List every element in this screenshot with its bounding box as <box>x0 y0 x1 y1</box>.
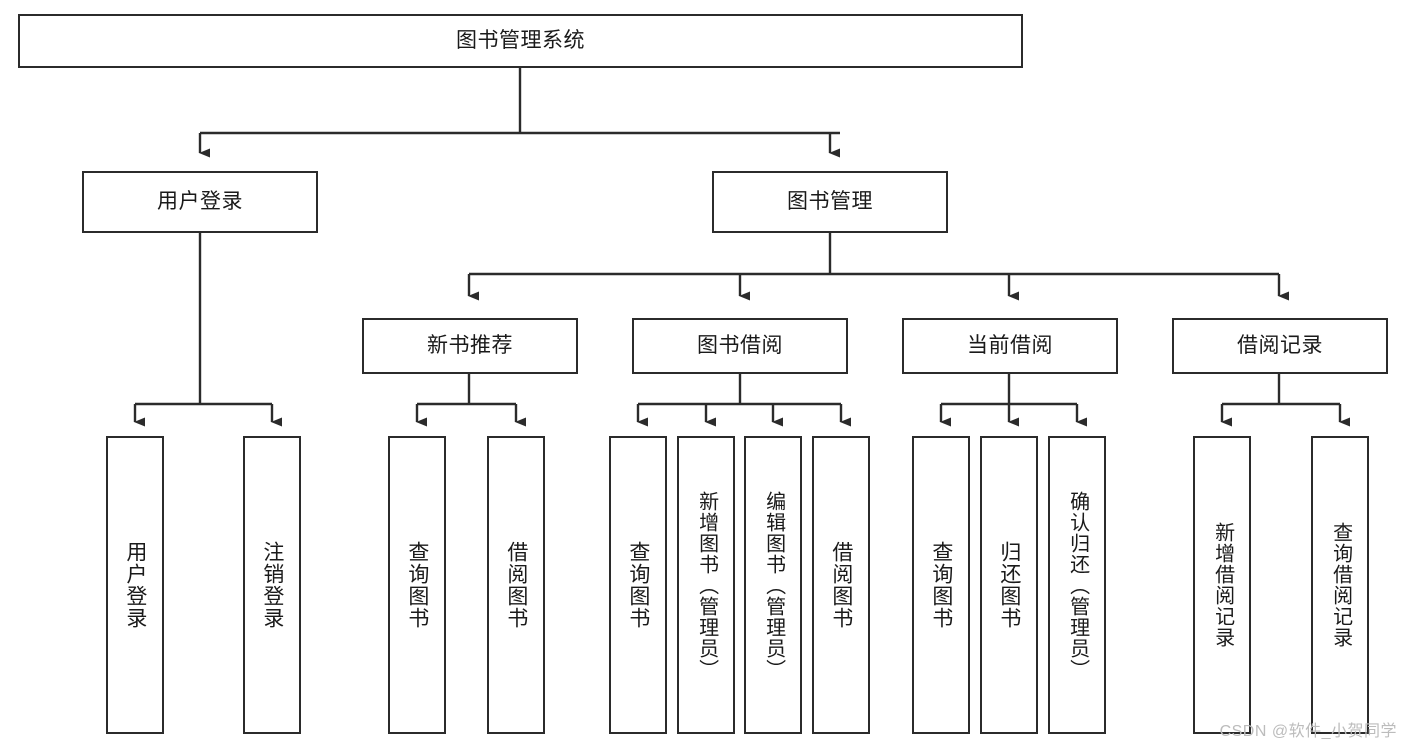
node-current-borrow[interactable]: 当前借阅 <box>902 318 1118 374</box>
node-borrow-record[interactable]: 借阅记录 <box>1172 318 1388 374</box>
node-book-borrow[interactable]: 图书借阅 <box>632 318 848 374</box>
leaf-cb-confirm-return-admin[interactable]: 确认归还（管理员） <box>1048 436 1106 734</box>
node-user-login-label: 用户登录 <box>157 190 243 214</box>
node-new-book-recommend[interactable]: 新书推荐 <box>362 318 578 374</box>
leaf-cb-query-book[interactable]: 查询图书 <box>912 436 970 734</box>
node-book-borrow-label: 图书借阅 <box>697 334 783 358</box>
leaf-bb-query-book-label: 查询图书 <box>626 541 650 629</box>
leaf-cb-return-book[interactable]: 归还图书 <box>980 436 1038 734</box>
node-book-management-label: 图书管理 <box>787 190 873 214</box>
node-borrow-record-label: 借阅记录 <box>1237 334 1323 358</box>
node-root-system-label: 图书管理系统 <box>456 29 585 53</box>
node-current-borrow-label: 当前借阅 <box>967 334 1053 358</box>
leaf-bb-query-book[interactable]: 查询图书 <box>609 436 667 734</box>
leaf-user-login[interactable]: 用户登录 <box>106 436 164 734</box>
leaf-bb-edit-book-admin-label: 编辑图书（管理员） <box>762 490 785 680</box>
leaf-cb-return-book-label: 归还图书 <box>997 541 1021 629</box>
leaf-nb-borrow-book[interactable]: 借阅图书 <box>487 436 545 734</box>
node-root-system[interactable]: 图书管理系统 <box>18 14 1023 68</box>
watermark-text: CSDN @软件_小贺同学 <box>1219 723 1397 740</box>
leaf-user-login-label: 用户登录 <box>123 541 147 629</box>
leaf-nb-query-book[interactable]: 查询图书 <box>388 436 446 734</box>
leaf-bb-add-book-admin-label: 新增图书（管理员） <box>695 490 718 680</box>
leaf-bb-edit-book-admin[interactable]: 编辑图书（管理员） <box>744 436 802 734</box>
leaf-br-query-record[interactable]: 查询借阅记录 <box>1311 436 1369 734</box>
leaf-cb-confirm-return-admin-label: 确认归还（管理员） <box>1066 490 1089 680</box>
leaf-nb-query-book-label: 查询图书 <box>405 541 429 629</box>
leaf-bb-borrow-book-label: 借阅图书 <box>829 541 853 629</box>
leaf-br-add-record[interactable]: 新增借阅记录 <box>1193 436 1251 734</box>
leaf-nb-borrow-book-label: 借阅图书 <box>504 541 528 629</box>
leaf-logout[interactable]: 注销登录 <box>243 436 301 734</box>
node-user-login[interactable]: 用户登录 <box>82 171 318 233</box>
leaf-bb-add-book-admin[interactable]: 新增图书（管理员） <box>677 436 735 734</box>
leaf-logout-label: 注销登录 <box>260 541 284 629</box>
node-new-book-recommend-label: 新书推荐 <box>427 334 513 358</box>
leaf-br-query-record-label: 查询借阅记录 <box>1329 522 1352 648</box>
leaf-bb-borrow-book[interactable]: 借阅图书 <box>812 436 870 734</box>
leaf-cb-query-book-label: 查询图书 <box>929 541 953 629</box>
node-book-management[interactable]: 图书管理 <box>712 171 948 233</box>
leaf-br-add-record-label: 新增借阅记录 <box>1211 522 1234 648</box>
